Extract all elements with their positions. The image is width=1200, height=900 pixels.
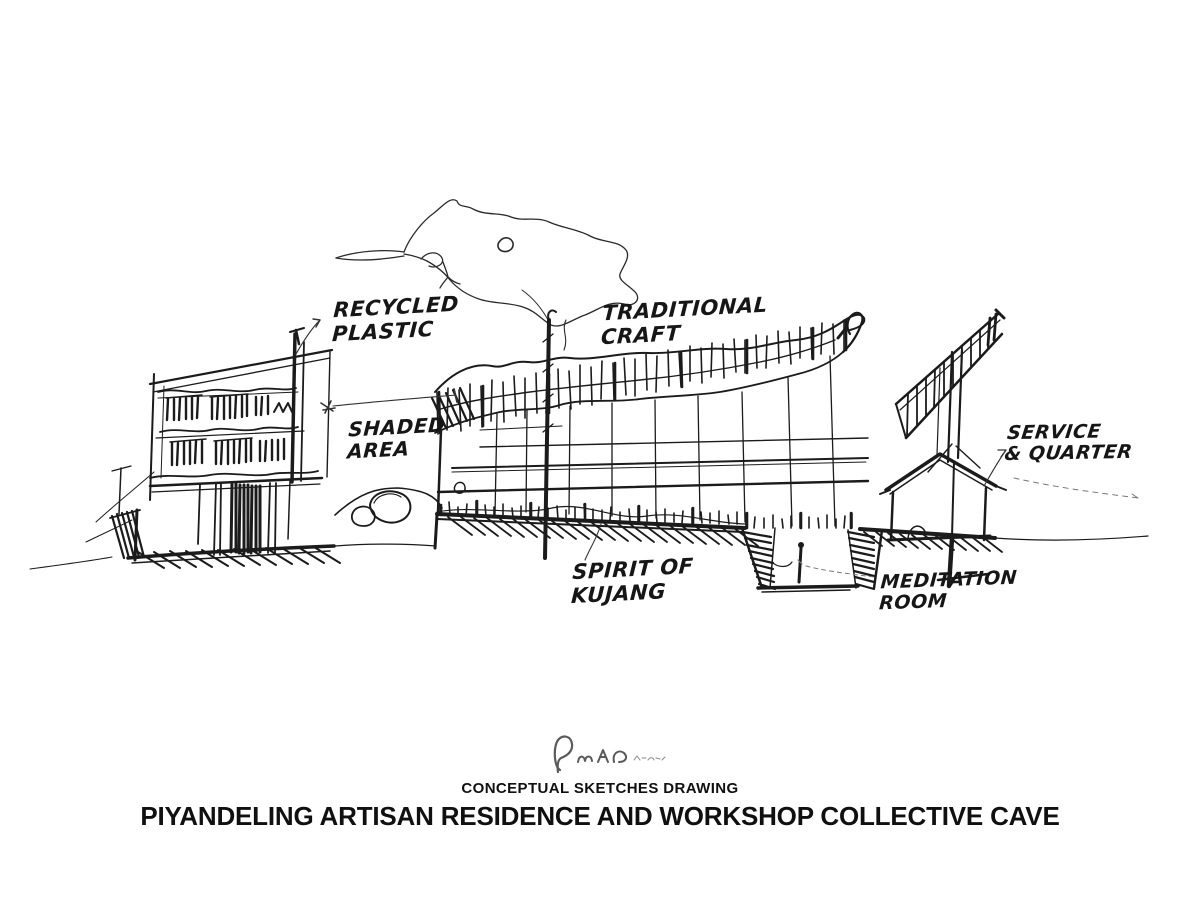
ground-hatching-center bbox=[433, 512, 759, 550]
label-service-quarter: SERVICE & QUARTER bbox=[1003, 420, 1134, 466]
sun-circle bbox=[497, 237, 514, 253]
ground-hatching-right bbox=[858, 527, 1149, 589]
left-residence-building bbox=[148, 327, 334, 556]
label-spirit-of-kujang: SPIRIT OF KUJANG bbox=[570, 553, 695, 608]
label-meditation-room: MEDITATION ROOM bbox=[878, 566, 1018, 615]
meditation-pit bbox=[740, 526, 884, 593]
figure-in-pit bbox=[771, 542, 804, 584]
label-recycled-plastic: RECYCLED PLASTIC bbox=[331, 291, 460, 346]
project-title: PIYANDELING ARTISAN RESIDENCE AND WORKSH… bbox=[140, 801, 1060, 831]
main-workshop-hall bbox=[430, 309, 870, 560]
drawing-type-caption: CONCEPTUAL SKETCHES DRAWING bbox=[461, 780, 739, 797]
service-quarter-tower bbox=[879, 308, 1007, 542]
leader-lines bbox=[295, 318, 1139, 578]
ground-hatching-left bbox=[29, 465, 341, 570]
label-traditional-craft: TRADITIONAL CRAFT bbox=[600, 292, 769, 349]
signature-logo bbox=[553, 735, 666, 774]
cloud-outline bbox=[335, 199, 639, 351]
label-shaded-area: SHADED AREA bbox=[346, 412, 446, 464]
shaded-area-stones bbox=[334, 481, 466, 547]
